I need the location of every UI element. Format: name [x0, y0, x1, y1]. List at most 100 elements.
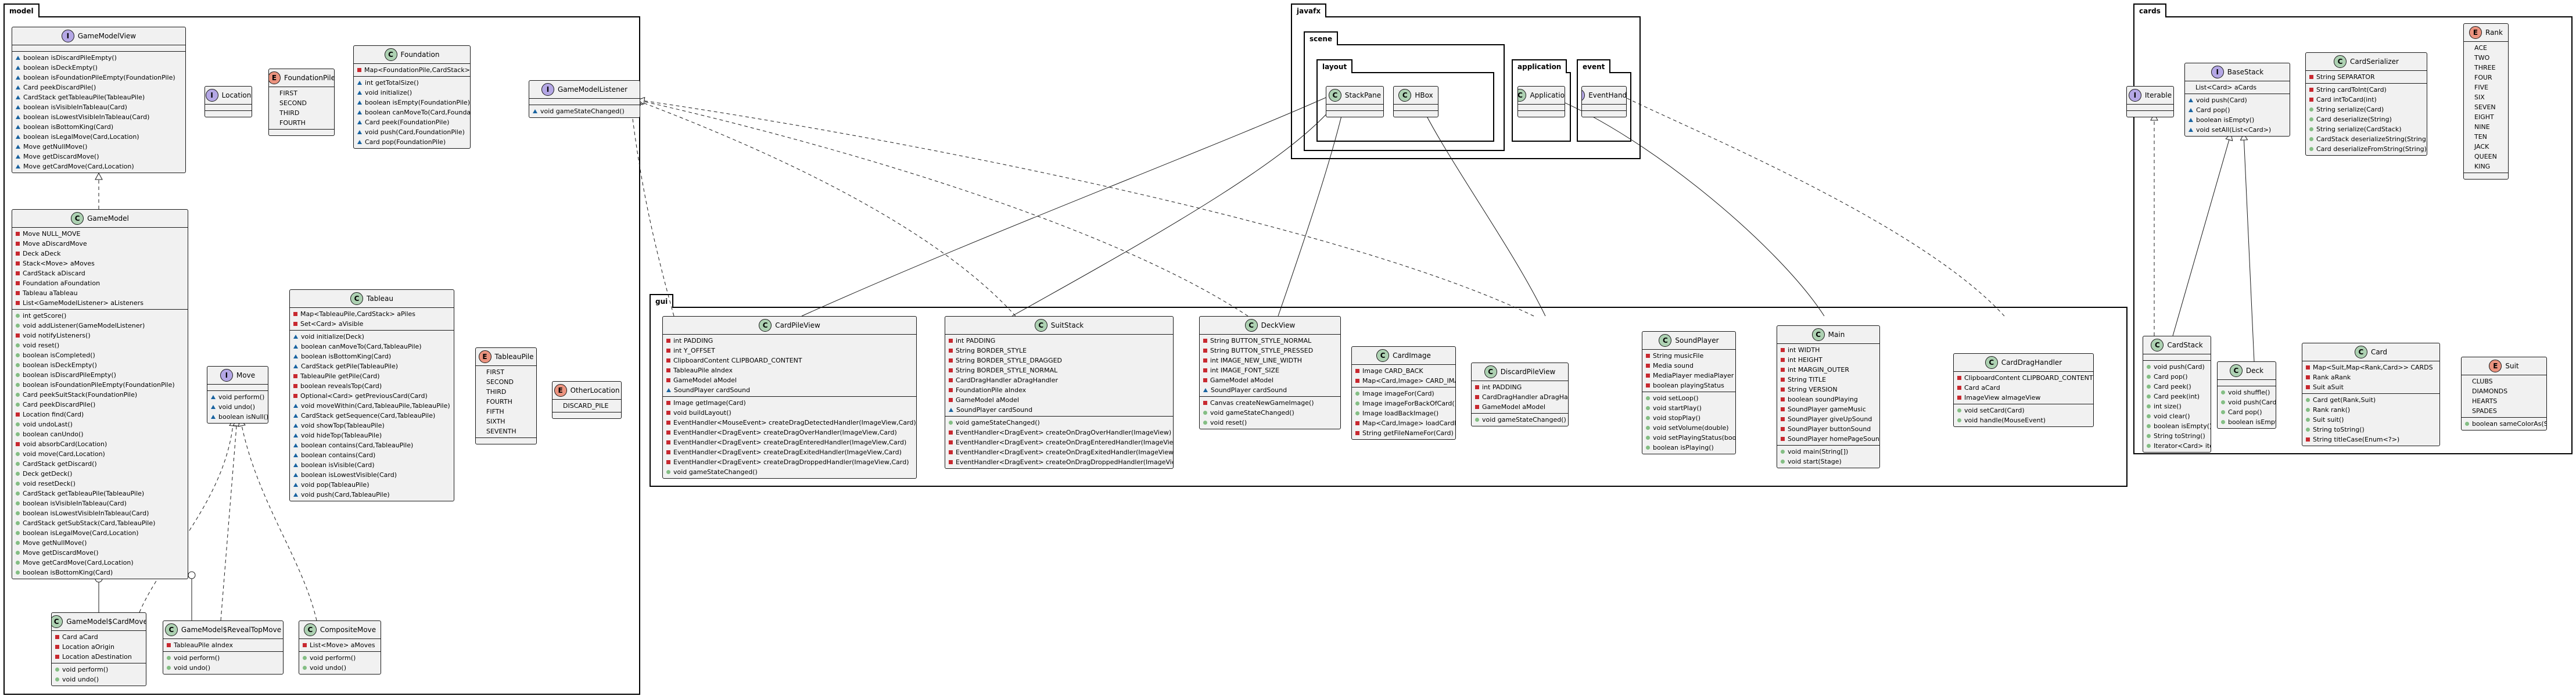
class-name: CardPileView: [775, 321, 820, 329]
class-methods: void push(Card)Card pop()Card peek()Card…: [2143, 361, 2211, 452]
public-visibility-icon: [16, 393, 20, 397]
interface-badge-icon: I: [541, 83, 554, 96]
method-text: Card peekDiscardPile(): [23, 401, 96, 408]
field-row: Media sound: [1646, 361, 1732, 371]
field-text: FoundationPile aIndex: [956, 386, 1027, 394]
field-text: TableauPile aIndex: [673, 367, 733, 374]
field-text: MediaPlayer mediaPlayer: [1653, 372, 1734, 379]
method-row: Card peek(FoundationPile): [357, 117, 467, 127]
method-text: boolean isVisibleInTableau(Card): [23, 103, 127, 111]
class-fields: [2218, 380, 2276, 386]
private-visibility-icon: [2309, 75, 2313, 79]
enum-visibility-icon: [272, 91, 277, 95]
field-row: THIRD: [479, 387, 533, 397]
field-row: ClipboardContent CLIPBOARD_CONTENT: [666, 356, 913, 365]
package-visibility-icon: [293, 473, 298, 477]
method-text: EventHandler<DragEvent> createDragOverHa…: [673, 429, 897, 436]
method-row: boolean isDeckEmpty(): [16, 360, 184, 370]
method-row: void initialize(): [357, 88, 467, 98]
class-fields: [1326, 105, 1383, 111]
class-badge-icon: C: [1985, 356, 1998, 369]
field-text: ClipboardContent CLIPBOARD_CONTENT: [673, 357, 802, 364]
class-name: Main: [1828, 331, 1845, 339]
field-text: Rank aRank: [2313, 374, 2351, 381]
method-row: boolean canMoveTo(Card,FoundationPile): [357, 107, 470, 117]
field-text: SoundPlayer homePageSound: [1788, 435, 1880, 443]
field-text: SoundPlayer cardSound: [1211, 386, 1287, 394]
public-visibility-icon: [2147, 444, 2151, 448]
package-visibility-icon: [357, 130, 362, 134]
package-visibility-icon: [2188, 118, 2193, 122]
field-row: Stack<Move> aMoves: [16, 259, 184, 268]
package-visibility-icon: [293, 404, 298, 408]
field-text: GameModel aModel: [673, 376, 737, 384]
field-row: FOUR: [2467, 73, 2505, 82]
field-text: SEVENTH: [486, 428, 516, 435]
field-text: String SEPARATOR: [2316, 73, 2375, 81]
private-visibility-icon: [2306, 375, 2310, 379]
method-row: boolean contains(Card): [293, 450, 450, 460]
package-visibility-icon: [949, 408, 953, 412]
method-text: EventHandler<DragEvent> createOnDragExit…: [956, 449, 1174, 456]
class-methods: int getScore()void addListener(GameModel…: [12, 310, 188, 579]
field-text: Move aDiscardMove: [23, 240, 87, 247]
class-badge-icon: C: [2354, 346, 2367, 358]
public-visibility-icon: [303, 656, 307, 660]
method-row: boolean isLowestVisibleInTableau(Card): [16, 112, 182, 122]
field-text: FIRST: [486, 368, 504, 376]
method-text: String getFileNameFor(Card): [1362, 429, 1454, 437]
method-text: boolean canMoveTo(Card,FoundationPile): [365, 109, 471, 116]
public-visibility-icon: [2147, 385, 2151, 389]
public-visibility-icon: [16, 383, 20, 387]
method-row: EventHandler<DragEvent> createOnDragOver…: [949, 428, 1171, 437]
package-visibility-icon: [16, 155, 20, 159]
package-visibility-icon: [211, 405, 216, 409]
field-text: int MARGIN_OUTER: [1788, 366, 1850, 374]
enum-visibility-icon: [2467, 135, 2471, 139]
method-text: boolean isFoundationPileEmpty(Foundation…: [23, 381, 175, 389]
method-row: Image imageForBackOfCard(): [1355, 399, 1455, 408]
method-text: Image getImage(Card): [673, 399, 746, 407]
field-row: int Y_OFFSET: [666, 346, 913, 356]
class-badge-icon: C: [1518, 89, 1527, 102]
method-text: boolean isBottomKing(Card): [23, 569, 113, 576]
field-row: SPADES: [2465, 406, 2543, 416]
private-visibility-icon: [293, 394, 297, 398]
class-name: CardDragHandler: [2001, 358, 2062, 367]
class-fields: [205, 105, 252, 111]
method-text: Card peek(int): [2154, 393, 2200, 400]
method-text: void undo(): [310, 664, 347, 672]
method-row: Image getImage(Card): [666, 398, 913, 408]
method-row: Canvas createNewGameImage(): [1203, 398, 1337, 408]
method-row: Card intToCard(int): [2309, 95, 2423, 105]
method-row: EventHandler<DragEvent> createOnDragDrop…: [949, 457, 1173, 467]
method-row: void setPlayingStatus(boolean): [1646, 433, 1735, 443]
private-visibility-icon: [949, 430, 953, 435]
method-row: EventHandler<DragEvent> createDragOverHa…: [666, 428, 913, 437]
method-row: void gameStateChanged(): [666, 467, 913, 477]
package-visibility-icon: [2188, 98, 2193, 102]
field-text: Media sound: [1653, 362, 1694, 369]
class-badge-icon: C: [759, 319, 772, 332]
field-text: boolean soundPlaying: [1788, 396, 1858, 403]
method-text: void undo(): [174, 664, 211, 672]
field-text: Tableau aTableau: [23, 289, 78, 297]
public-visibility-icon: [16, 571, 20, 575]
field-text: Map<FoundationPile,CardStack> aPiles: [364, 66, 471, 74]
package-visibility-icon: [16, 105, 20, 109]
field-text: String BORDER_STYLE: [956, 347, 1027, 354]
method-row: void showTop(TableauPile): [293, 421, 450, 430]
field-text: FOURTH: [486, 398, 512, 406]
field-row: int PADDING: [666, 336, 913, 346]
method-text: boolean isDeckEmpty(): [23, 64, 98, 71]
package-visibility-icon: [16, 115, 20, 119]
